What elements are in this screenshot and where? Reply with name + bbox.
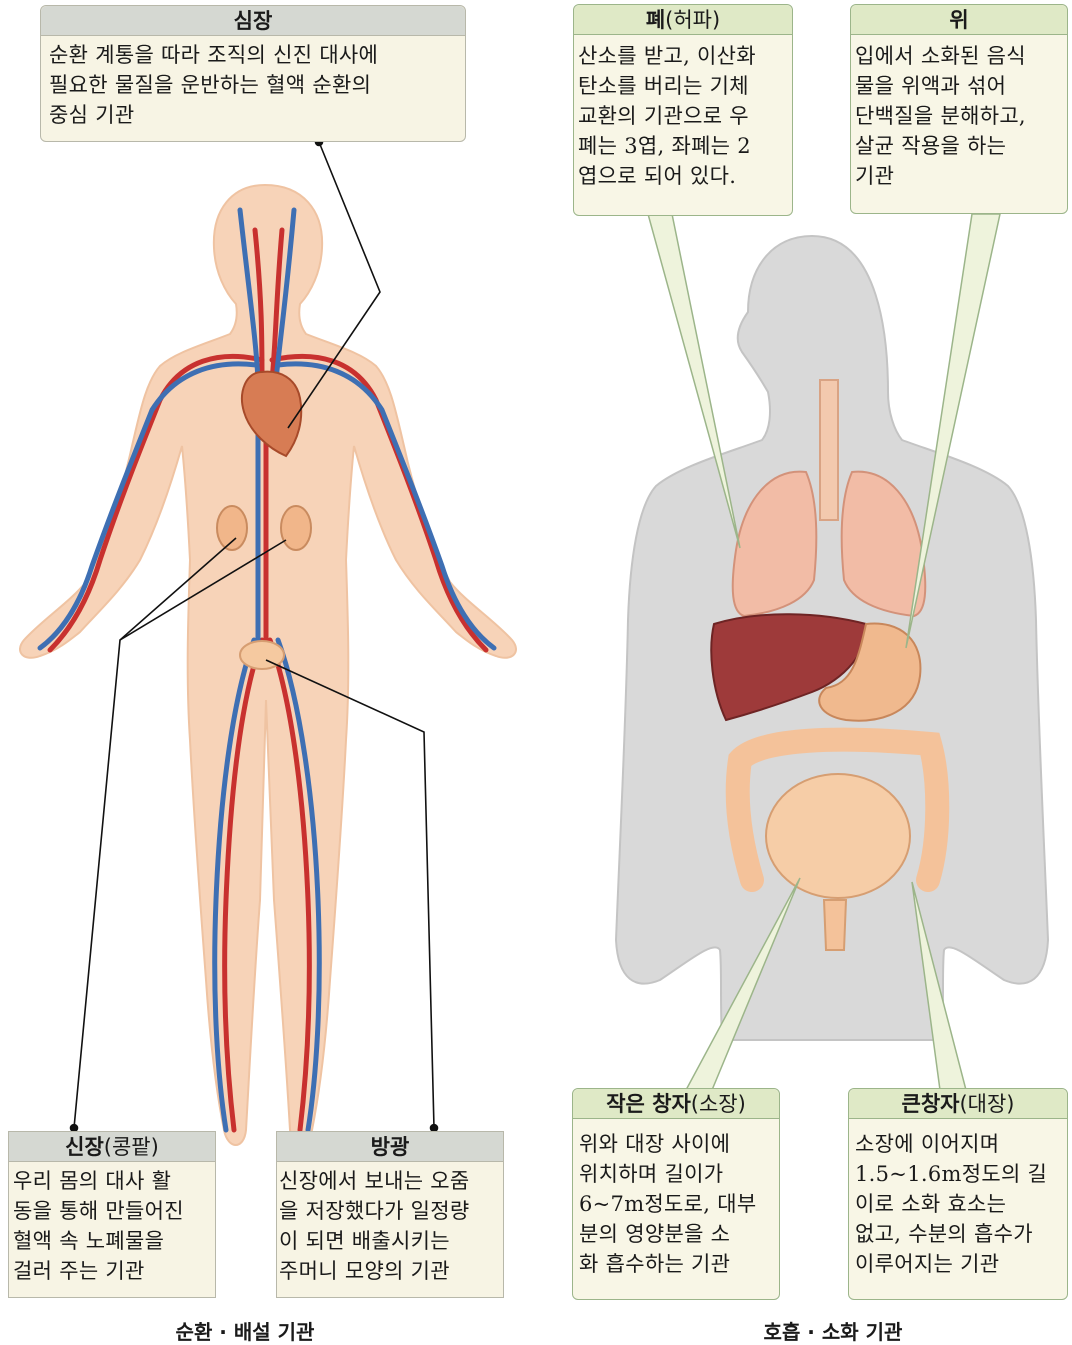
heart-callout-title: 심장 xyxy=(41,6,465,36)
right-kidney xyxy=(281,506,311,550)
small-intestine-organ xyxy=(766,774,910,898)
kidney-callout-title: 신장(콩팥) xyxy=(9,1132,215,1162)
bladder-callout: 방광 신장에서 보내는 오줌 을 저장했다가 일정량 이 되면 배출시키는 주머… xyxy=(276,1131,504,1298)
stomach-callout-title: 위 xyxy=(851,5,1067,35)
stomach-callout-body: 입에서 소화된 음식 물을 위액과 섞어 단백질을 분해하고, 살균 작용을 하… xyxy=(851,35,1067,197)
small-intestine-callout: 작은 창자(소장) 위와 대장 사이에 위치하며 길이가 6~7m정도로, 대부… xyxy=(572,1088,780,1300)
left-kidney xyxy=(217,506,247,550)
lung-callout: 폐(허파) 산소를 받고, 이산화 탄소를 버리는 기체 교환의 기관으로 우 … xyxy=(573,4,793,216)
lung-callout-title: 폐(허파) xyxy=(574,5,792,35)
small-intestine-callout-title: 작은 창자(소장) xyxy=(573,1089,779,1119)
digestive-body-figure xyxy=(616,236,1048,1040)
kidney-callout-body: 우리 몸의 대사 활 동을 통해 만들어진 혈액 속 노폐물을 걸러 주는 기관 xyxy=(9,1162,215,1290)
lung-callout-body: 산소를 받고, 이산화 탄소를 버리는 기체 교환의 기관으로 우 폐는 3엽,… xyxy=(574,35,792,197)
large-intestine-callout-body: 소장에 이어지며 1.5~1.6m정도의 길 이로 소화 효소는 없고, 수분의… xyxy=(849,1119,1067,1289)
large-intestine-callout: 큰창자(대장) 소장에 이어지며 1.5~1.6m정도의 길 이로 소화 효소는… xyxy=(848,1088,1068,1300)
large-intestine-callout-title: 큰창자(대장) xyxy=(849,1089,1067,1119)
kidney-callout: 신장(콩팥) 우리 몸의 대사 활 동을 통해 만들어진 혈액 속 노폐물을 걸… xyxy=(8,1131,216,1298)
heart-callout-body: 순환 계통을 따라 조직의 신진 대사에 필요한 물질을 운반하는 혈액 순환의… xyxy=(41,36,465,136)
heart-callout: 심장 순환 계통을 따라 조직의 신진 대사에 필요한 물질을 운반하는 혈액 … xyxy=(40,5,466,142)
right-figure-caption: 호흡 · 소화 기관 xyxy=(728,1316,938,1345)
small-intestine-callout-body: 위와 대장 사이에 위치하며 길이가 6~7m정도로, 대부 분의 영양분을 소… xyxy=(573,1119,779,1289)
bladder-callout-title: 방광 xyxy=(277,1132,503,1162)
stomach-callout: 위 입에서 소화된 음식 물을 위액과 섞어 단백질을 분해하고, 살균 작용을… xyxy=(850,4,1068,214)
circulatory-body-figure xyxy=(20,185,516,1145)
bladder-callout-body: 신장에서 보내는 오줌 을 저장했다가 일정량 이 되면 배출시키는 주머니 모… xyxy=(277,1162,503,1290)
left-figure-caption: 순환 · 배설 기관 xyxy=(140,1316,350,1345)
